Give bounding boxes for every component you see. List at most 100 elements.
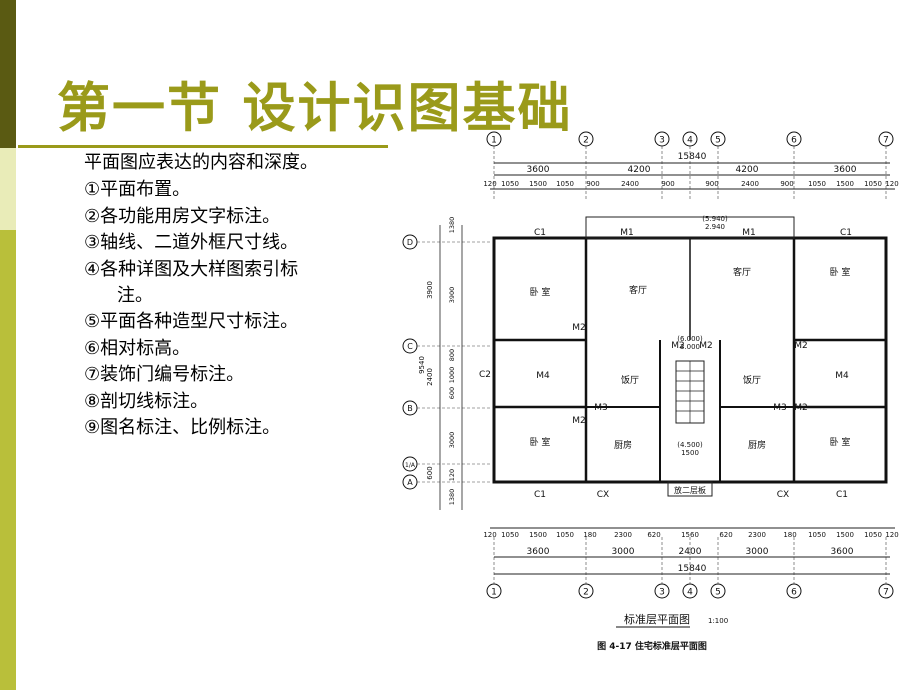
door-label: M2 <box>572 416 586 426</box>
bottom-detail-dimension: 1050 <box>864 531 882 539</box>
window-label: CX <box>777 490 789 500</box>
elevation-mark: 3.000 <box>680 343 700 351</box>
top-detail-dimension: 120 <box>483 180 496 188</box>
top-total-dimension: 15840 <box>678 152 707 162</box>
axis-number-label: 5 <box>715 136 721 146</box>
content-list: 平面图应表达的内容和深度。 ①平面布置。 ②各功能用房文字标注。 ③轴线、二道外… <box>84 150 384 441</box>
axis-letter-label: A <box>407 478 413 487</box>
bottom-span-dimension: 3000 <box>612 547 635 557</box>
door-label: M2 <box>671 341 685 351</box>
title-underline <box>18 145 388 148</box>
left-inner-dimension: 1380 <box>448 217 456 234</box>
top-span-dimension: 4200 <box>628 165 651 175</box>
door-label: M3 <box>773 403 787 413</box>
door-label: M2 <box>794 341 808 351</box>
side-color-bar <box>0 0 16 690</box>
left-outer-dimension: 3900 <box>426 281 434 299</box>
top-detail-dimension: 900 <box>661 180 674 188</box>
elevation-mark: 2.940 <box>705 223 725 231</box>
top-detail-dimension: 1500 <box>836 180 854 188</box>
top-detail-dimension: 2400 <box>741 180 759 188</box>
figure-caption: 图 4-17 住宅标准层平面图 <box>597 640 707 652</box>
door-label: M2 <box>572 323 586 333</box>
list-item: ②各功能用房文字标注。 <box>84 205 281 227</box>
axis-number-label: 2 <box>583 588 589 598</box>
stairs-note-label: 放二层板 <box>674 485 706 495</box>
axis-letter-label: D <box>407 238 413 247</box>
left-outer-dimension: 9540 <box>418 356 426 374</box>
window-label: C1 <box>836 490 848 500</box>
axis-letter-label: C <box>407 342 413 351</box>
bottom-span-dimension: 2400 <box>679 547 702 557</box>
top-span-dimension: 4200 <box>736 165 759 175</box>
room-label-living: 客厅 <box>733 266 751 278</box>
left-inner-dimension: 1380 <box>448 489 456 506</box>
window-label: C1 <box>840 228 852 238</box>
left-outer-dimension: 600 <box>426 466 434 479</box>
axis-number-label: 6 <box>791 136 797 146</box>
door-label: M4 <box>536 371 550 381</box>
bottom-detail-dimension: 1500 <box>529 531 547 539</box>
axis-number-label: 6 <box>791 588 797 598</box>
bottom-detail-dimension: 180 <box>783 531 796 539</box>
list-item: ⑦装饰门编号标注。 <box>84 364 245 386</box>
room-label-bedroom: 卧 室 <box>830 436 851 448</box>
axis-number-label: 3 <box>659 136 665 146</box>
top-detail-dimension: 2400 <box>621 180 639 188</box>
elevation-mark: (6.000) <box>677 335 703 343</box>
bottom-detail-dimension: 1050 <box>808 531 826 539</box>
top-detail-dimension: 1050 <box>808 180 826 188</box>
window-label: C1 <box>534 490 546 500</box>
room-label-bedroom: 卧 室 <box>530 436 551 448</box>
axis-number-label: 3 <box>659 588 665 598</box>
left-outer-dimension: 2400 <box>426 368 434 386</box>
window-label: C2 <box>479 370 491 380</box>
side-bar-olive-segment <box>0 230 16 690</box>
room-label-bedroom: 卧 室 <box>530 286 551 298</box>
bottom-detail-dimension: 2300 <box>614 531 632 539</box>
list-item: ⑨图名标注、比例标注。 <box>84 417 281 439</box>
elevation-mark: (4.500) <box>677 441 703 449</box>
content-intro: 平面图应表达的内容和深度。 <box>84 152 318 173</box>
door-label: M2 <box>794 403 808 413</box>
room-label-dining: 饭厅 <box>743 374 761 386</box>
top-detail-dimension: 120 <box>885 180 898 188</box>
side-bar-dark-segment <box>0 0 16 148</box>
axis-number-label: 4 <box>687 588 693 598</box>
room-label-bedroom: 卧 室 <box>830 266 851 278</box>
left-inner-dimension: 600 <box>448 387 456 399</box>
axis-number-label: 7 <box>883 588 889 598</box>
door-label: M4 <box>835 371 849 381</box>
room-label-kitchen: 厨房 <box>748 439 766 451</box>
side-bar-light-segment <box>0 148 16 230</box>
list-item: ④各种详图及大样图索引标 <box>84 258 299 280</box>
window-label: C1 <box>534 228 546 238</box>
list-item: ⑥相对标高。 <box>84 337 191 359</box>
left-inner-dimension: 3900 <box>448 287 456 304</box>
window-label: CX <box>597 490 609 500</box>
door-label: M3 <box>594 403 608 413</box>
door-label: M1 <box>620 228 634 238</box>
list-item: ⑧剖切线标注。 <box>84 390 209 412</box>
list-item-continuation: 注。 <box>117 285 153 307</box>
bottom-detail-dimension: 180 <box>583 531 596 539</box>
left-inner-dimension: 800 <box>448 349 456 361</box>
room-label-living: 客厅 <box>629 284 647 296</box>
bottom-detail-dimension: 1050 <box>501 531 519 539</box>
left-inner-dimension: 120 <box>448 469 456 481</box>
top-detail-dimension: 1050 <box>556 180 574 188</box>
bottom-detail-dimension: 120 <box>885 531 898 539</box>
slide-title: 第一节 设计识图基础 <box>57 78 573 139</box>
bottom-detail-dimension: 120 <box>483 531 496 539</box>
axis-number-label: 1 <box>491 588 497 598</box>
top-span-dimension: 3600 <box>527 165 550 175</box>
drawing-scale: 1:100 <box>708 617 728 625</box>
top-detail-dimension: 900 <box>705 180 718 188</box>
elevation-mark: 1500 <box>681 449 699 457</box>
elevation-mark: (5.940) <box>702 215 728 223</box>
room-label-kitchen: 厨房 <box>614 439 632 451</box>
room-label-dining: 饭厅 <box>621 374 639 386</box>
axis-letter-label: 1/A <box>405 462 416 469</box>
